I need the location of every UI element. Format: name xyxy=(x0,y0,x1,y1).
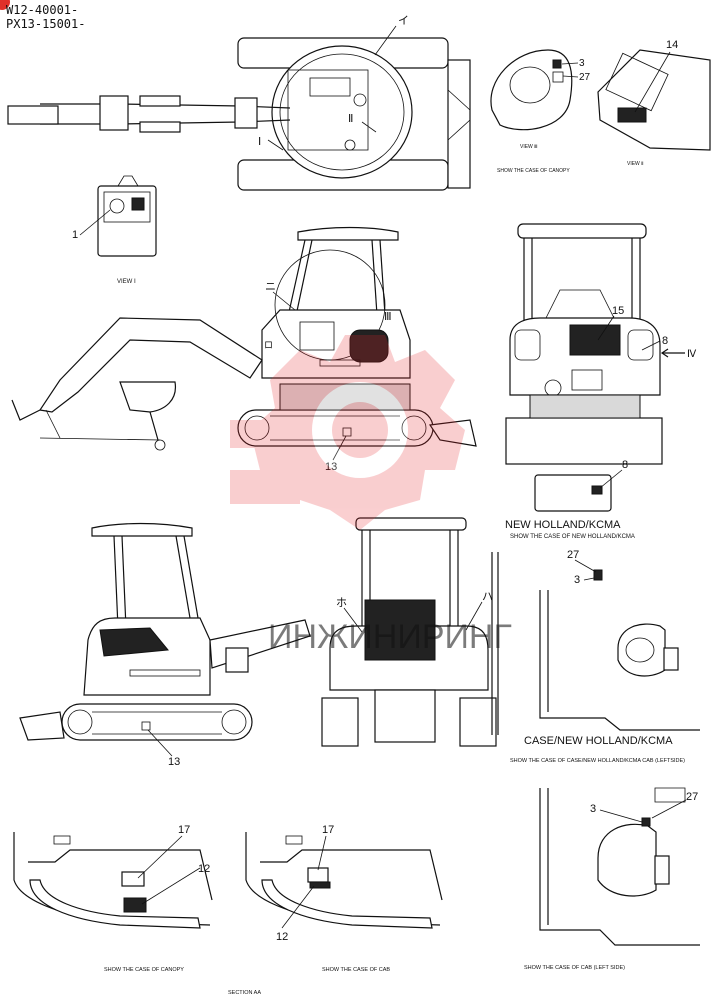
watermark-text: ИНЖИНИРИНГ xyxy=(268,618,512,656)
callout-15: 15 xyxy=(612,305,624,317)
caption-view-ii: VIEW Ⅱ xyxy=(627,161,644,167)
mark-view-IV: Ⅳ xyxy=(687,349,697,360)
serial-range-2: PX13-15001- xyxy=(6,17,85,31)
callout-3a: 3 xyxy=(579,58,585,69)
view-iii-detail: 3 27 VIEW Ⅲ SHOW THE CASE OF CANOPY xyxy=(490,49,591,174)
caption-canopy-bottom: SHOW THE CASE OF CANOPY xyxy=(104,967,184,973)
mark-view-II: Ⅱ xyxy=(348,113,353,125)
cab-left-detail-upper: 27 3 CASE/NEW HOLLAND/KCMA SHOW THE CASE… xyxy=(510,549,700,764)
cab-floor-detail: 17 12 SHOW THE CASE OF CAB xyxy=(245,824,443,973)
callout-13b: 13 xyxy=(168,756,180,768)
callout-27a: 27 xyxy=(579,72,591,83)
mark-ha: ハ xyxy=(482,591,493,603)
caption-canopy-case-top: SHOW THE CASE OF CANOPY xyxy=(497,168,570,174)
corner-badge xyxy=(0,0,10,10)
callout-27c: 27 xyxy=(686,791,698,803)
callout-3c: 3 xyxy=(590,803,596,815)
side-view-left: 13 xyxy=(19,522,311,768)
callout-12a: 12 xyxy=(198,863,210,875)
caption-case-title: CASE/NEW HOLLAND/KCMA xyxy=(524,735,673,747)
serial-range-1: W12-40001- xyxy=(6,3,78,17)
top-view-plan: イ Ⅰ Ⅱ xyxy=(7,15,471,191)
callout-17a: 17 xyxy=(178,824,190,836)
view-ii-detail: 14 VIEW Ⅱ xyxy=(597,39,711,167)
rear-view-canopy: 15 8 Ⅳ xyxy=(505,223,697,465)
mark-i-top: イ xyxy=(398,15,409,27)
cab-left-detail-lower: 3 27 SHOW THE CASE OF CAB (LEFT SIDE) xyxy=(524,787,700,971)
caption-nh-title: NEW HOLLAND/KCMA xyxy=(505,519,621,531)
caption-nh-sub: SHOW THE CASE OF NEW HOLLAND/KCMA xyxy=(510,534,635,540)
caption-section-aa: SECTION AA xyxy=(228,990,261,996)
callout-1: 1 xyxy=(72,229,78,241)
callout-12b: 12 xyxy=(276,931,288,943)
callout-8a: 8 xyxy=(662,335,668,347)
view-i-detail: 1 VIEW Ⅰ xyxy=(72,175,157,285)
nh-plate-detail: 8 NEW HOLLAND/KCMA SHOW THE CASE OF NEW … xyxy=(505,459,635,540)
caption-view-i: VIEW Ⅰ xyxy=(117,279,136,285)
mark-ni: ニ xyxy=(265,281,276,293)
callout-13a: 13 xyxy=(325,461,337,473)
caption-case-sub: SHOW THE CASE OF CASE/NEW HOLLAND/KCMA C… xyxy=(510,758,685,764)
rear-view-cab: ホ ハ xyxy=(321,517,499,747)
callout-14: 14 xyxy=(666,39,678,51)
mark-ho: ホ xyxy=(336,596,347,609)
mark-view-III: Ⅲ xyxy=(384,311,392,323)
mark-ro: ロ xyxy=(264,340,273,350)
caption-cab-left-bottom: SHOW THE CASE OF CAB (LEFT SIDE) xyxy=(524,965,625,971)
callout-27b: 27 xyxy=(567,549,579,561)
callout-8b: 8 xyxy=(622,459,628,471)
side-view-canopy: ニ Ⅲ ロ 13 xyxy=(11,226,477,473)
callout-3b: 3 xyxy=(574,574,580,586)
mark-view-I: Ⅰ xyxy=(258,136,261,148)
watermark-logo xyxy=(230,335,465,530)
caption-cab-bottom: SHOW THE CASE OF CAB xyxy=(322,967,390,973)
caption-view-iii: VIEW Ⅲ xyxy=(520,144,538,150)
canopy-floor-detail: 17 12 SHOW THE CASE OF CANOPY xyxy=(13,824,213,973)
callout-17b: 17 xyxy=(322,824,334,836)
